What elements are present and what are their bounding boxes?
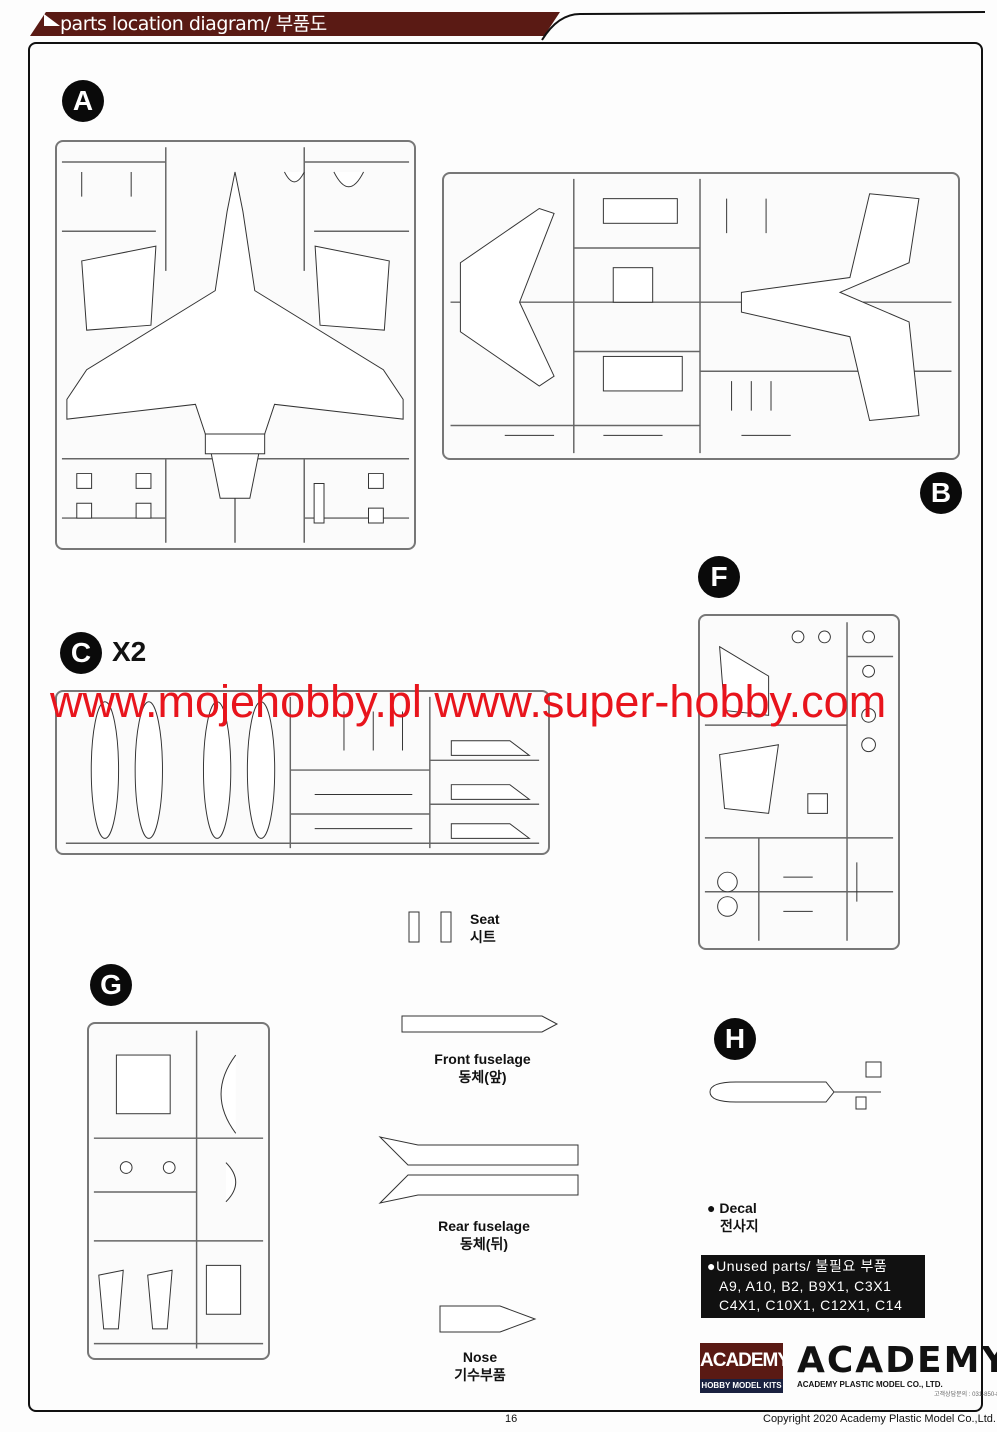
academy-brand-logo: ACADEMY ACADEMY PLASTIC MODEL CO., LTD. …: [797, 1340, 997, 1399]
bullet-icon: ●: [707, 1258, 717, 1274]
seat-label-en: Seat: [470, 911, 500, 927]
front-fuselage-label-ko: 동체(앞): [458, 1069, 507, 1085]
sprue-label-h: H: [714, 1018, 756, 1060]
copyright: Copyright 2020 Academy Plastic Model Co.…: [763, 1413, 996, 1425]
seat-label: Seat 시트: [470, 910, 500, 946]
sprue-c-quantity: X2: [112, 636, 147, 667]
academy-hobby-logo: ACADEMY HOBBY MODEL KITS: [700, 1343, 790, 1395]
decal-label-ko: 전사지: [720, 1218, 759, 1234]
sprue-f-diagram: [698, 614, 900, 950]
bullet-icon: ●: [707, 1200, 720, 1216]
hobby-logo-bottom: HOBBY MODEL KITS: [700, 1379, 783, 1393]
decal-label-en: Decal: [719, 1200, 757, 1216]
unused-parts-title: Unused parts/ 불필요 부품: [716, 1258, 888, 1274]
seat-label-ko: 시트: [470, 929, 496, 945]
front-fuselage-label: Front fuselage 동체(앞): [420, 1050, 545, 1086]
sprue-h-diagram: [709, 1061, 882, 1110]
sprue-f-drawing: [704, 622, 894, 941]
sprue-b-drawing: [450, 178, 952, 454]
watermark-text: www.mojehobby.pl www.super-hobby.com: [50, 676, 887, 727]
decal-label: ● Decal 전사지: [707, 1199, 759, 1235]
sprue-g-diagram: [87, 1022, 270, 1360]
rear-fuselage-label: Rear fuselage 동체(뒤): [420, 1217, 548, 1253]
sprue-a-drawing: [61, 147, 410, 543]
sprue-a-diagram: [55, 140, 416, 550]
brand-wordmark: ACADEMY: [797, 1340, 997, 1381]
rear-fuselage-part-icon: [378, 1136, 579, 1204]
sprue-c-drawing: [65, 696, 540, 849]
nose-label: Nose 기수부품: [440, 1348, 520, 1384]
rear-fuselage-label-ko: 동체(뒤): [460, 1236, 508, 1252]
brand-subtitle: ACADEMY PLASTIC MODEL CO., LTD.: [797, 1380, 943, 1389]
hobby-logo-top: ACADEMY: [700, 1343, 790, 1379]
sprue-label-c: C: [60, 632, 102, 674]
sprue-c-diagram: [55, 690, 550, 855]
nose-label-ko: 기수부품: [454, 1367, 506, 1383]
front-fuselage-part-icon: [401, 1015, 559, 1033]
header-swoosh: [541, 11, 986, 41]
sprue-label-g: G: [90, 964, 132, 1006]
sprue-b-diagram: [442, 172, 960, 460]
page-number: 16: [505, 1413, 518, 1425]
unused-parts-line-1: A9, A10, B2, B9X1, C3X1: [719, 1277, 892, 1294]
header-bar: [30, 12, 560, 36]
page-frame: [28, 42, 983, 1412]
nose-label-en: Nose: [462, 1349, 498, 1365]
sprue-label-a: A: [62, 80, 104, 122]
sprue-g-drawing: [93, 1030, 264, 1349]
page-title: parts location diagram/ 부품도: [60, 13, 327, 35]
brand-contact: 고객상담문의 : 031-850-8500: [934, 1392, 997, 1398]
seat-part-icon: [408, 911, 452, 943]
unused-parts-box: ●Unused parts/ 불필요 부품 A9, A10, B2, B9X1,…: [701, 1255, 925, 1318]
triangle-icon: [44, 14, 60, 26]
sprue-label-f: F: [698, 556, 740, 598]
nose-part-icon: [439, 1305, 537, 1333]
rear-fuselage-label-en: Rear fuselage: [438, 1218, 530, 1234]
sprue-label-b: B: [920, 472, 962, 514]
front-fuselage-label-en: Front fuselage: [434, 1051, 531, 1067]
unused-parts-line-2: C4X1, C10X1, C12X1, C14: [719, 1297, 903, 1313]
